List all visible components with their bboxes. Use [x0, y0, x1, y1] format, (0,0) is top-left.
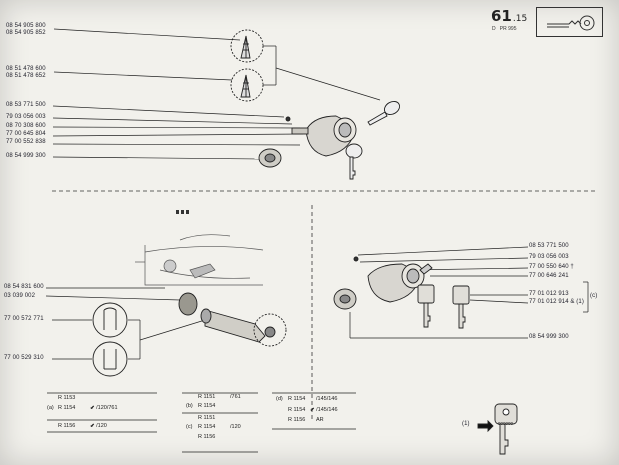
part-number: 08 51 478 652 — [6, 73, 46, 79]
key-bottom-2 — [452, 285, 470, 329]
callout-key: 000000 — [477, 403, 518, 455]
part-number: 08 54 999 300 — [6, 153, 46, 159]
part-number: 77 00 646 241 — [529, 273, 569, 279]
table-note: ⬋ /145/146 — [310, 407, 338, 413]
table-cell: R 1154 — [58, 405, 76, 411]
table-note: ⬋ /120/761 — [90, 405, 118, 411]
part-number: 03 039 002 — [4, 293, 36, 299]
table-note: AR — [316, 417, 324, 423]
lock-cylinder-circle-top — [230, 29, 264, 63]
bracket-label: (c) — [590, 293, 598, 299]
part-number: 08 54 905 800 — [6, 23, 46, 29]
lock-barrel-symbol-1 — [92, 302, 128, 338]
svg-text:000000: 000000 — [498, 421, 514, 426]
table-cell: R 1154 — [198, 403, 216, 409]
part-number: 08 54 999 300 — [529, 334, 569, 340]
lock-barrel-bottom — [333, 288, 357, 310]
part-number: 08 70 308 600 — [6, 123, 46, 129]
table-cell: R 1153 — [58, 395, 76, 401]
table-cell: R 1154 — [198, 424, 216, 430]
part-number: 77 01 012 913 — [529, 291, 569, 297]
page-number: 61.15 — [491, 7, 528, 25]
table-cell: R 1151 — [198, 415, 216, 421]
part-number: 77 00 645 804 — [6, 131, 46, 137]
ignition-switch-bottom — [353, 256, 433, 303]
part-number: 08 51 478 600 — [6, 66, 46, 72]
key-top-2 — [345, 143, 363, 180]
ignition-switch-top — [285, 115, 357, 157]
dashboard-sketch — [135, 234, 264, 286]
table-tag: (d) — [276, 396, 283, 402]
table-cell: R 1156 — [198, 434, 216, 440]
key-top — [367, 100, 400, 126]
table-note: /761 — [230, 394, 241, 400]
table-tag: (a) — [47, 405, 54, 411]
table-cell: R 1154 — [288, 407, 306, 413]
part-number: 79 03 056 003 — [6, 114, 46, 120]
part-number: 77 00 550 640 † — [529, 264, 574, 270]
table-tag: (b) — [186, 403, 193, 409]
lock-cylinder-bottom-left — [178, 292, 287, 347]
part-number: 08 53 771 500 — [6, 102, 46, 108]
table-cell: R 1151 — [198, 394, 216, 400]
table-cell: R 1156 — [288, 417, 306, 423]
table-note: ⬋ /120 — [90, 423, 107, 429]
table-cell: R 1154 — [288, 396, 306, 402]
part-number: 79 03 056 003 — [529, 254, 569, 260]
part-number: 08 54 831 600 — [4, 284, 44, 290]
key-bottom-1 — [417, 284, 435, 328]
part-number: 77 01 012 914 & (1) — [529, 299, 584, 305]
lock-barrel-top — [258, 148, 282, 168]
lock-cylinder-circle-bottom — [230, 68, 264, 102]
part-number: 77 00 572 771 — [4, 316, 44, 322]
key-symbol-box — [536, 7, 603, 37]
table-note: /120 — [230, 424, 241, 430]
part-number: 77 00 552 838 — [6, 139, 46, 145]
key-icon — [547, 15, 595, 31]
table-note: /145/146 — [316, 396, 338, 402]
small-parts-icon — [176, 210, 189, 214]
part-number: 77 00 529 310 — [4, 355, 44, 361]
table-cell: R 1156 — [58, 423, 76, 429]
table-tag: (c) — [186, 424, 193, 430]
part-number: 08 54 905 852 — [6, 30, 46, 36]
part-number: 08 53 771 500 — [529, 243, 569, 249]
callout-label: (1) — [462, 421, 470, 427]
lock-barrel-symbol-2 — [92, 341, 128, 377]
page-subheader: D PR 995 — [492, 26, 517, 32]
